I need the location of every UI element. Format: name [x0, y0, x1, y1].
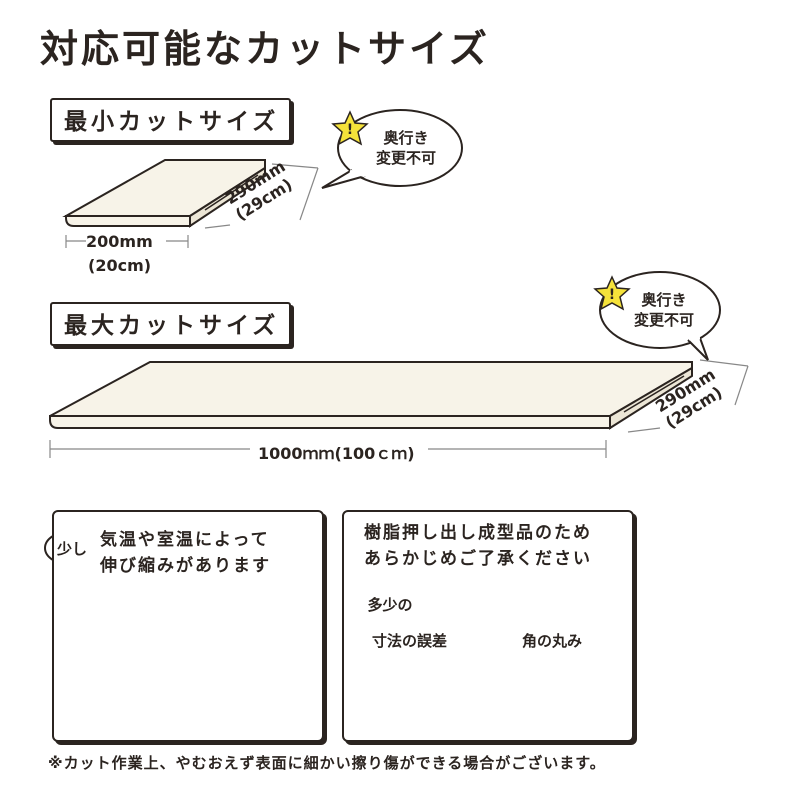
min-bubble-text: 奥行き 変更不可: [366, 128, 446, 168]
panel-right-line1: 樹脂押し出し成型品のため: [364, 523, 592, 543]
min-bubble: !: [321, 109, 463, 189]
tolerance-panel: [342, 510, 634, 742]
max-bubble-text: 奥行き 変更不可: [624, 290, 704, 330]
panel-left-badge: 少し: [56, 540, 87, 558]
max-size-label: 最大カットサイズ: [50, 302, 292, 346]
page-title: 対応可能なカットサイズ: [40, 27, 490, 71]
expansion-panel: [52, 510, 324, 742]
max-bubble-line2: 変更不可: [633, 311, 694, 329]
tolerance-item-dimension: 寸法の誤差: [372, 632, 448, 650]
max-star-icon: [593, 275, 631, 311]
min-bubble-line1: 奥行き: [383, 129, 429, 147]
max-bubble: !: [593, 271, 721, 361]
tolerance-item-corner: 角の丸み: [522, 632, 583, 650]
min-star-icon: [331, 110, 369, 146]
max-board: [49, 361, 693, 430]
max-bubble-line1: 奥行き: [641, 291, 687, 309]
svg-text:!: !: [609, 287, 615, 303]
svg-text:!: !: [347, 122, 353, 138]
min-dimension-lines: [65, 163, 319, 248]
panel-left-line1: 気温や室温によって: [100, 530, 270, 550]
panel-right-line2: あらかじめご了承ください: [364, 549, 592, 569]
footnote: ※カット作業上、やむおえず表面に細かい擦り傷ができる場合がございます。: [48, 754, 606, 772]
min-size-label: 最小カットサイズ: [50, 98, 292, 142]
min-width-cm: (20cm): [88, 256, 152, 275]
min-board: [62, 159, 266, 228]
max-dimension-lines: [49, 359, 749, 458]
min-bubble-line2: 変更不可: [375, 149, 436, 167]
max-width: 1000ｍｍ(100ｃｍ): [258, 444, 415, 463]
panel-left-line2: 伸び縮みがあります: [100, 556, 271, 576]
panel-right-badge: 多少の: [367, 596, 413, 614]
min-width-mm: 200mm: [86, 232, 153, 251]
